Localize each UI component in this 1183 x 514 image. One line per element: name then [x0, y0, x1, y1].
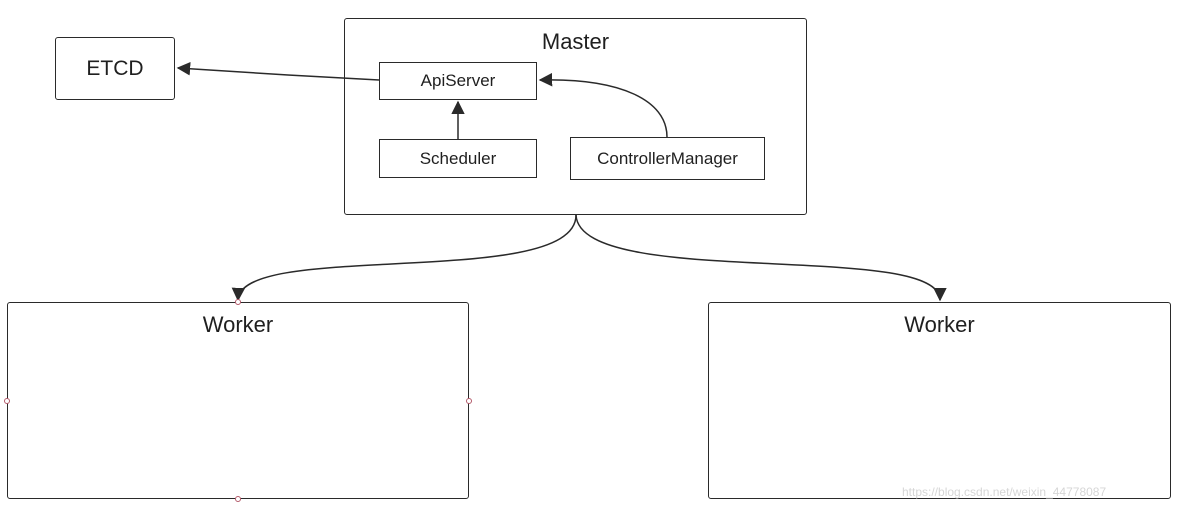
- etcd-node[interactable]: ETCD: [55, 37, 175, 100]
- apiserver-node[interactable]: ApiServer: [379, 62, 537, 100]
- worker-left-title: Worker: [202, 312, 274, 337]
- edge-master-worker-left: [231, 214, 577, 302]
- etcd-label: ETCD: [86, 56, 144, 80]
- scheduler-label: Scheduler: [419, 148, 497, 168]
- worker-right-node[interactable]: Worker: [708, 302, 1171, 499]
- resize-handle-right[interactable]: [466, 398, 472, 404]
- worker-left-node[interactable]: Worker: [7, 302, 469, 499]
- resize-handle-left[interactable]: [4, 398, 10, 404]
- master-title: Master: [541, 29, 610, 54]
- watermark-text: https://blog.csdn.net/weixin_44778087: [902, 485, 1107, 499]
- resize-handle-bottom[interactable]: [235, 496, 241, 502]
- master-node[interactable]: Master: [344, 18, 807, 215]
- scheduler-node[interactable]: Scheduler: [379, 139, 537, 178]
- resize-handle-top[interactable]: [235, 299, 241, 305]
- controller-manager-node[interactable]: ControllerManager: [570, 137, 765, 180]
- controller-manager-label: ControllerManager: [597, 148, 738, 168]
- apiserver-label: ApiServer: [420, 71, 496, 90]
- worker-right-title: Worker: [904, 312, 975, 337]
- edge-master-worker-right: [575, 214, 947, 302]
